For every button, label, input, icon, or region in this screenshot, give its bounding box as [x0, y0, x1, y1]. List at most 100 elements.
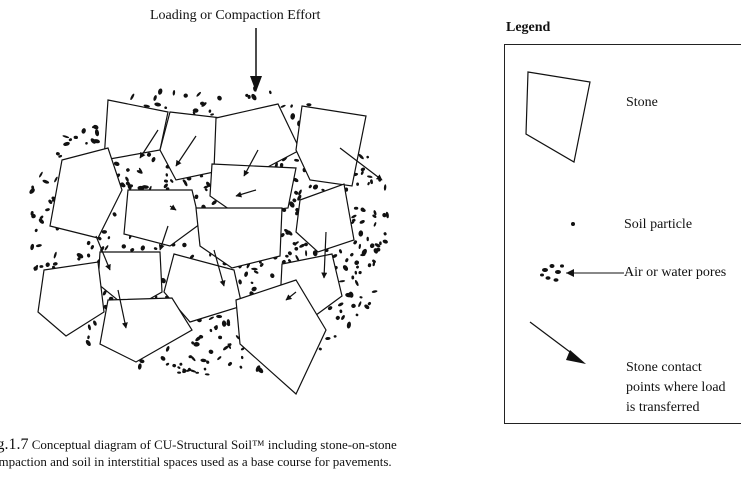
- soil-dot: [87, 335, 90, 340]
- soil-dot: [194, 194, 199, 199]
- soil-dot: [251, 93, 257, 101]
- contact-arrow-5: [169, 204, 177, 211]
- soil-dot: [35, 244, 42, 248]
- soil-dot: [351, 214, 357, 219]
- soil-dot: [355, 313, 359, 317]
- legend-graphics: [525, 71, 624, 364]
- stone-13: [37, 261, 105, 337]
- soil-dot: [226, 322, 231, 327]
- contact-arrows: [95, 129, 383, 329]
- soil-dot: [125, 181, 130, 186]
- soil-dot: [160, 356, 166, 361]
- soil-dot: [342, 265, 349, 271]
- soil-dot: [251, 286, 257, 292]
- soil-dot: [93, 320, 97, 326]
- soil-dot: [238, 279, 242, 285]
- soil-dot: [204, 373, 210, 376]
- soil-dot: [200, 101, 205, 105]
- caption-line-2: ompaction and soil in interstitial space…: [0, 454, 392, 469]
- soil-dot: [306, 103, 312, 107]
- soil-dot: [358, 271, 362, 275]
- soil-dot: [371, 290, 378, 293]
- figure-number: ig.1.7: [0, 436, 29, 453]
- stone-9: [195, 207, 283, 269]
- soil-dot: [354, 279, 359, 287]
- soil-dot: [354, 260, 360, 265]
- soil-dot: [295, 254, 300, 262]
- soil-dot: [53, 251, 57, 259]
- soil-dot: [259, 263, 264, 267]
- caption-line-1: ig.1.7 Conceptual diagram of CU-Structur…: [0, 436, 512, 453]
- soil-dot: [227, 343, 232, 350]
- soil-dot: [269, 90, 272, 95]
- soil-dot: [158, 88, 163, 95]
- soil-dot: [353, 240, 358, 245]
- soil-dot: [294, 190, 299, 195]
- soil-dot: [223, 345, 229, 351]
- soil-dot: [208, 316, 214, 320]
- soil-dot: [221, 320, 227, 327]
- soil-dot: [195, 371, 199, 374]
- soil-dot: [113, 161, 120, 166]
- soil-dot: [257, 367, 264, 374]
- soil-dot: [151, 157, 156, 163]
- soil-dot: [39, 215, 44, 220]
- soil-particles: [29, 86, 389, 376]
- soil-dot: [353, 206, 359, 210]
- soil-dot: [358, 230, 364, 237]
- soil-dot: [86, 240, 91, 246]
- soil-dot: [358, 301, 362, 308]
- soil-dot: [337, 302, 344, 307]
- contact-arrow-4: [339, 147, 383, 181]
- stone-14: [99, 297, 193, 363]
- stone-6: [123, 189, 201, 247]
- soil-dot: [235, 335, 240, 340]
- legend-stone-label: Stone: [626, 95, 658, 110]
- soil-dot: [290, 113, 296, 120]
- soil-dot: [55, 152, 60, 156]
- soil-dot: [339, 309, 343, 314]
- soil-dot: [294, 158, 300, 162]
- soil-dot: [253, 270, 259, 274]
- soil-dot: [186, 368, 192, 372]
- soil-dot: [280, 104, 286, 108]
- soil-dot: [284, 229, 289, 233]
- soil-dot: [359, 296, 363, 299]
- soil-dot: [360, 170, 364, 175]
- stone-5: [49, 147, 123, 239]
- soil-dot: [298, 189, 302, 196]
- contact-arrow-10: [213, 249, 226, 287]
- soil-dot: [367, 181, 370, 186]
- stone-11: [163, 253, 243, 323]
- soil-dot: [38, 218, 45, 224]
- soil-dot: [304, 242, 308, 247]
- soil-dot: [240, 355, 244, 360]
- soil-dot: [192, 108, 199, 113]
- soil-dot: [228, 362, 232, 366]
- soil-dot: [163, 183, 168, 189]
- soil-dot: [62, 135, 70, 139]
- soil-dot: [305, 250, 308, 257]
- soil-dot: [203, 367, 207, 371]
- soil-dot: [146, 152, 152, 157]
- soil-dot: [294, 246, 299, 251]
- soil-dot: [139, 359, 145, 364]
- soil-dot: [325, 336, 331, 341]
- legend-contact-label-1: Stone contact: [626, 360, 702, 375]
- soil-dot: [94, 129, 100, 137]
- load-label: Loading or Compaction Effort: [150, 8, 321, 23]
- soil-dot: [121, 244, 126, 249]
- soil-dot: [360, 253, 366, 257]
- soil-dot: [104, 245, 109, 251]
- soil-dot: [86, 253, 91, 258]
- stone-3: [213, 103, 301, 171]
- soil-dot: [68, 138, 73, 142]
- soil-dot: [372, 262, 376, 267]
- soil-dot: [76, 253, 84, 259]
- soil-dot: [39, 265, 44, 268]
- soil-dot: [87, 324, 91, 331]
- soil-dot: [251, 267, 258, 271]
- soil-dot: [216, 314, 223, 319]
- soil-dot: [288, 259, 292, 263]
- soil-dot: [136, 170, 143, 174]
